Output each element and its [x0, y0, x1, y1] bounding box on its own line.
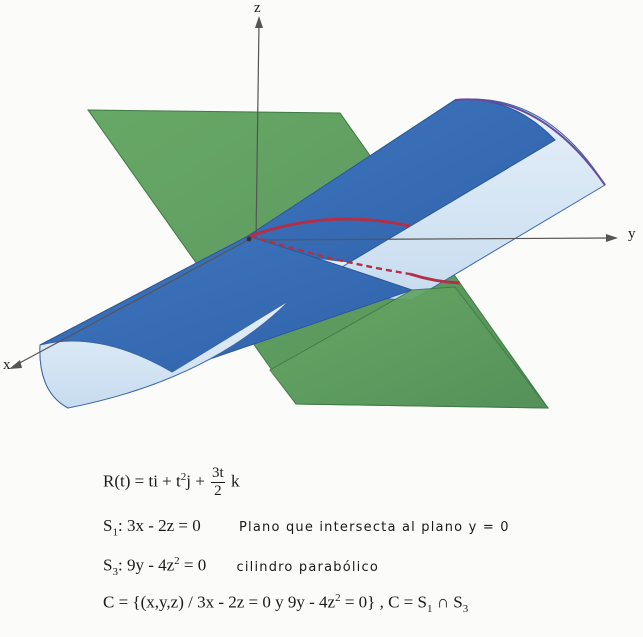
equation-r-tail: k — [226, 471, 240, 491]
y-axis-arrow — [606, 234, 618, 242]
equation-c-sub3: 3 — [462, 603, 469, 616]
equation-s3-formula-a: : 9y - 4z — [117, 555, 175, 575]
equation-s1-sub: 1 — [112, 526, 118, 539]
x-axis-label: x — [3, 357, 11, 373]
y-axis-label: y — [628, 226, 636, 242]
equation-s1-formula: : 3x - 2z = 0 — [117, 516, 201, 535]
equation-s3-description: cilindro parabólico — [236, 559, 379, 575]
equation-r-exp: 2 — [180, 470, 187, 483]
equation-r-mid: j + — [186, 471, 210, 491]
x-axis-arrow — [9, 360, 22, 369]
equation-s3-sub: 3 — [112, 566, 118, 579]
intersection-curve-c-hidden — [249, 234, 411, 276]
cylinder-front-lower — [39, 299, 291, 409]
origin-point — [246, 236, 252, 242]
x-axis — [13, 239, 249, 367]
equation-s1-description: Plano que intersecta al plano y = 0 — [239, 520, 510, 535]
equation-s3-formula-b: = 0 — [179, 555, 207, 575]
z-axis-arrow — [255, 16, 263, 28]
equation-c-cap: ∩ S — [432, 592, 463, 612]
surface-intersection-diagram — [9, 16, 618, 409]
plane-s1-front — [269, 286, 550, 409]
equation-s3-exp: 2 — [174, 555, 180, 567]
z-axis — [255, 21, 260, 241]
equation-c-sub1: 1 — [426, 603, 433, 616]
y-axis — [247, 237, 613, 241]
equation-r-lhs: R(t) = ti + t — [103, 471, 181, 491]
equation-c-exp: 2 — [335, 592, 341, 604]
equation-c: C = {(x,y,z) / 3x - 2z = 0 y 9y - 4z2 = … — [103, 592, 468, 615]
equation-s3: S3: 9y - 4z2 = 0 cilindro parabólico — [103, 555, 379, 578]
equation-s1: S1: 3x - 2z = 0 Plano que intersecta al … — [103, 516, 510, 538]
intersection-curve-c-front — [409, 272, 461, 285]
equation-s1-name: S — [103, 516, 113, 535]
equation-r-frac-den: 2 — [214, 483, 222, 499]
equation-c-part1: C = {(x,y,z) / 3x - 2z = 0 y 9y - 4z — [103, 592, 336, 612]
z-axis-label: z — [254, 0, 261, 16]
intersection-curve-c — [249, 217, 411, 238]
equation-r-frac-num: 3t — [211, 465, 225, 483]
equation-s3-name: S — [103, 555, 113, 575]
cylinder-back-rim — [454, 98, 606, 186]
equation-c-part2: = 0} , C = S — [340, 592, 427, 612]
